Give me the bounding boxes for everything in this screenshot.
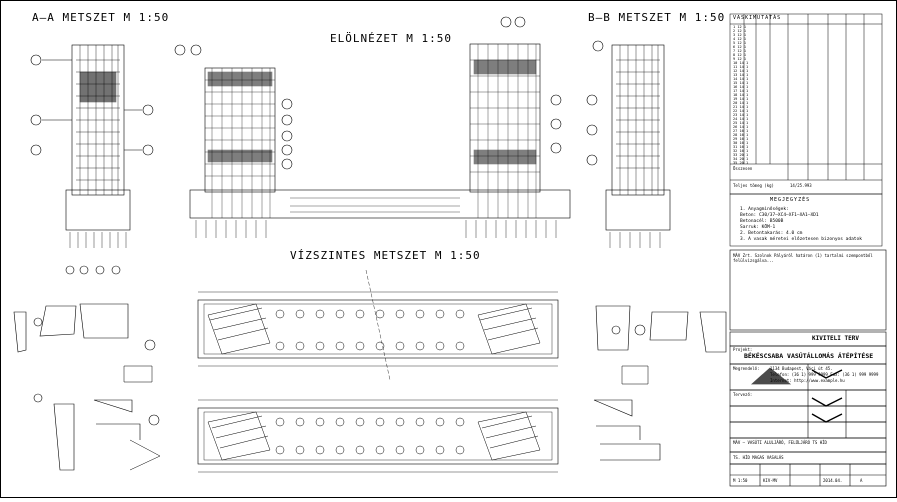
notes-line: Betonacél: B500B bbox=[740, 219, 784, 224]
schedule-row: 18 14 1 bbox=[733, 93, 749, 97]
schedule-row: 14 14 1 bbox=[733, 77, 749, 81]
notes-lines: 1. Anyagminőségek:Beton: C30/37–XC4–XF1–… bbox=[740, 207, 880, 245]
schedule-row: 15 14 1 bbox=[733, 81, 749, 85]
plan-drawing bbox=[13, 269, 727, 473]
schedule-row: 35 20 1 bbox=[733, 161, 749, 165]
schedule-row: 23 14 1 bbox=[733, 113, 749, 117]
schedule-total-label: Összesen bbox=[733, 166, 753, 171]
approval-stamp-text: MÁV Zrt. Szolnok Pályáról határon (1) ta… bbox=[733, 253, 873, 263]
notes-line: Beton: C30/37–XC4–XF1–XA1–XD1 bbox=[740, 213, 819, 218]
section-bb-title: B–B METSZET M 1:50 bbox=[588, 11, 726, 24]
schedule-row: 3 12 1 bbox=[733, 33, 746, 37]
schedule-row: 1 12 1 bbox=[733, 25, 746, 29]
client-line-1: 1134 Budapest, Váci út 45. bbox=[770, 366, 833, 371]
project-name: BÉKÉSCSABA VASÚTÁLLOMÁS ÁTÉPÍTÉSE bbox=[744, 352, 874, 360]
schedule-row: 6 12 1 bbox=[733, 45, 746, 49]
schedule-row: 16 14 1 bbox=[733, 85, 749, 89]
schedule-row: 29 16 1 bbox=[733, 137, 749, 141]
schedule-row: 31 16 1 bbox=[733, 145, 749, 149]
schedule-row: 7 12 1 bbox=[733, 49, 746, 53]
schedule-weight-value: 14/25.993 bbox=[790, 183, 812, 188]
notes-box bbox=[729, 193, 883, 247]
elevation-drawing bbox=[174, 16, 571, 238]
section-aa-title: A–A METSZET M 1:50 bbox=[32, 11, 170, 24]
client-label: Megrendelő: bbox=[733, 366, 760, 371]
schedule-row: 32 16 1 bbox=[733, 149, 749, 153]
schedule-row: 13 14 1 bbox=[733, 73, 749, 77]
schedule-row: 11 14 1 bbox=[733, 65, 749, 69]
scale-label: M 1:50 bbox=[733, 478, 748, 483]
schedule-row: 25 14 1 bbox=[733, 121, 749, 125]
notes-line: 1. Anyagminőségek: bbox=[740, 207, 789, 212]
designer-logo bbox=[750, 367, 843, 423]
client-line-3: Internet: http://www.example.hu bbox=[770, 378, 845, 383]
schedule-row: 26 14 1 bbox=[733, 125, 749, 129]
schedule-row: 20 14 1 bbox=[733, 101, 749, 105]
status-label: KIVITELI TERV bbox=[812, 335, 859, 342]
schedule-row: 4 12 1 bbox=[733, 37, 746, 41]
drawing-subtitle: TS. HÍD MAGAS VASALÁS bbox=[733, 455, 784, 460]
schedule-row: 17 14 1 bbox=[733, 89, 749, 93]
schedule-row: 33 20 1 bbox=[733, 153, 749, 157]
section-aa-drawing bbox=[30, 44, 154, 275]
schedule-row: 19 14 1 bbox=[733, 97, 749, 101]
section-bb-drawing bbox=[586, 40, 671, 248]
schedule-row: 30 16 1 bbox=[733, 141, 749, 145]
schedule-row: 22 14 1 bbox=[733, 109, 749, 113]
schedule-weight-label: Teljes tömeg (kg) bbox=[733, 183, 774, 188]
notes-line: Sarruk: KÖM-1 bbox=[740, 225, 776, 230]
schedule-row: 8 12 1 bbox=[733, 53, 746, 57]
drawing-title: MÁV – VASÚTI ALULJÁRÓ, FELÜLJÁRÓ TS HÍD bbox=[733, 440, 827, 445]
title-block bbox=[729, 249, 887, 487]
plan-title: VÍZSZINTES METSZET M 1:50 bbox=[290, 249, 481, 262]
schedule-title: VASKIMUTATÁS bbox=[733, 15, 782, 21]
date-label: 2014.04. bbox=[823, 478, 843, 483]
schedule-row: 12 14 1 bbox=[733, 69, 749, 73]
client-line-2: Telefon: (36 1) 999 9999 Fax: (36 1) 999… bbox=[770, 372, 879, 377]
schedule-row: 21 14 1 bbox=[733, 105, 749, 109]
project-label: Projekt: bbox=[733, 347, 753, 352]
elevation-title: ELÖLNÉZET M 1:50 bbox=[330, 32, 452, 45]
schedule-row: 34 20 1 bbox=[733, 157, 749, 161]
schedule-row: 28 16 1 bbox=[733, 133, 749, 137]
sheet-number: KIV-MV bbox=[763, 478, 778, 483]
schedule-row: 5 12 1 bbox=[733, 41, 746, 45]
notes-line: 3. A vasak méretei előzetesen bizonyos a… bbox=[740, 237, 862, 242]
notes-line: 2. Betontakarás: 4.0 cm bbox=[740, 231, 803, 236]
schedule-row: 27 16 1 bbox=[733, 129, 749, 133]
schedule-row: 24 14 1 bbox=[733, 117, 749, 121]
schedule-row: 10 14 1 bbox=[733, 61, 749, 65]
revision-label: A bbox=[860, 478, 863, 483]
designer-label: Tervező: bbox=[733, 392, 753, 397]
notes-title: MEGJEGYZÉS bbox=[770, 197, 811, 203]
schedule-row: 2 12 1 bbox=[733, 29, 746, 33]
schedule-row: 9 12 1 bbox=[733, 57, 746, 61]
